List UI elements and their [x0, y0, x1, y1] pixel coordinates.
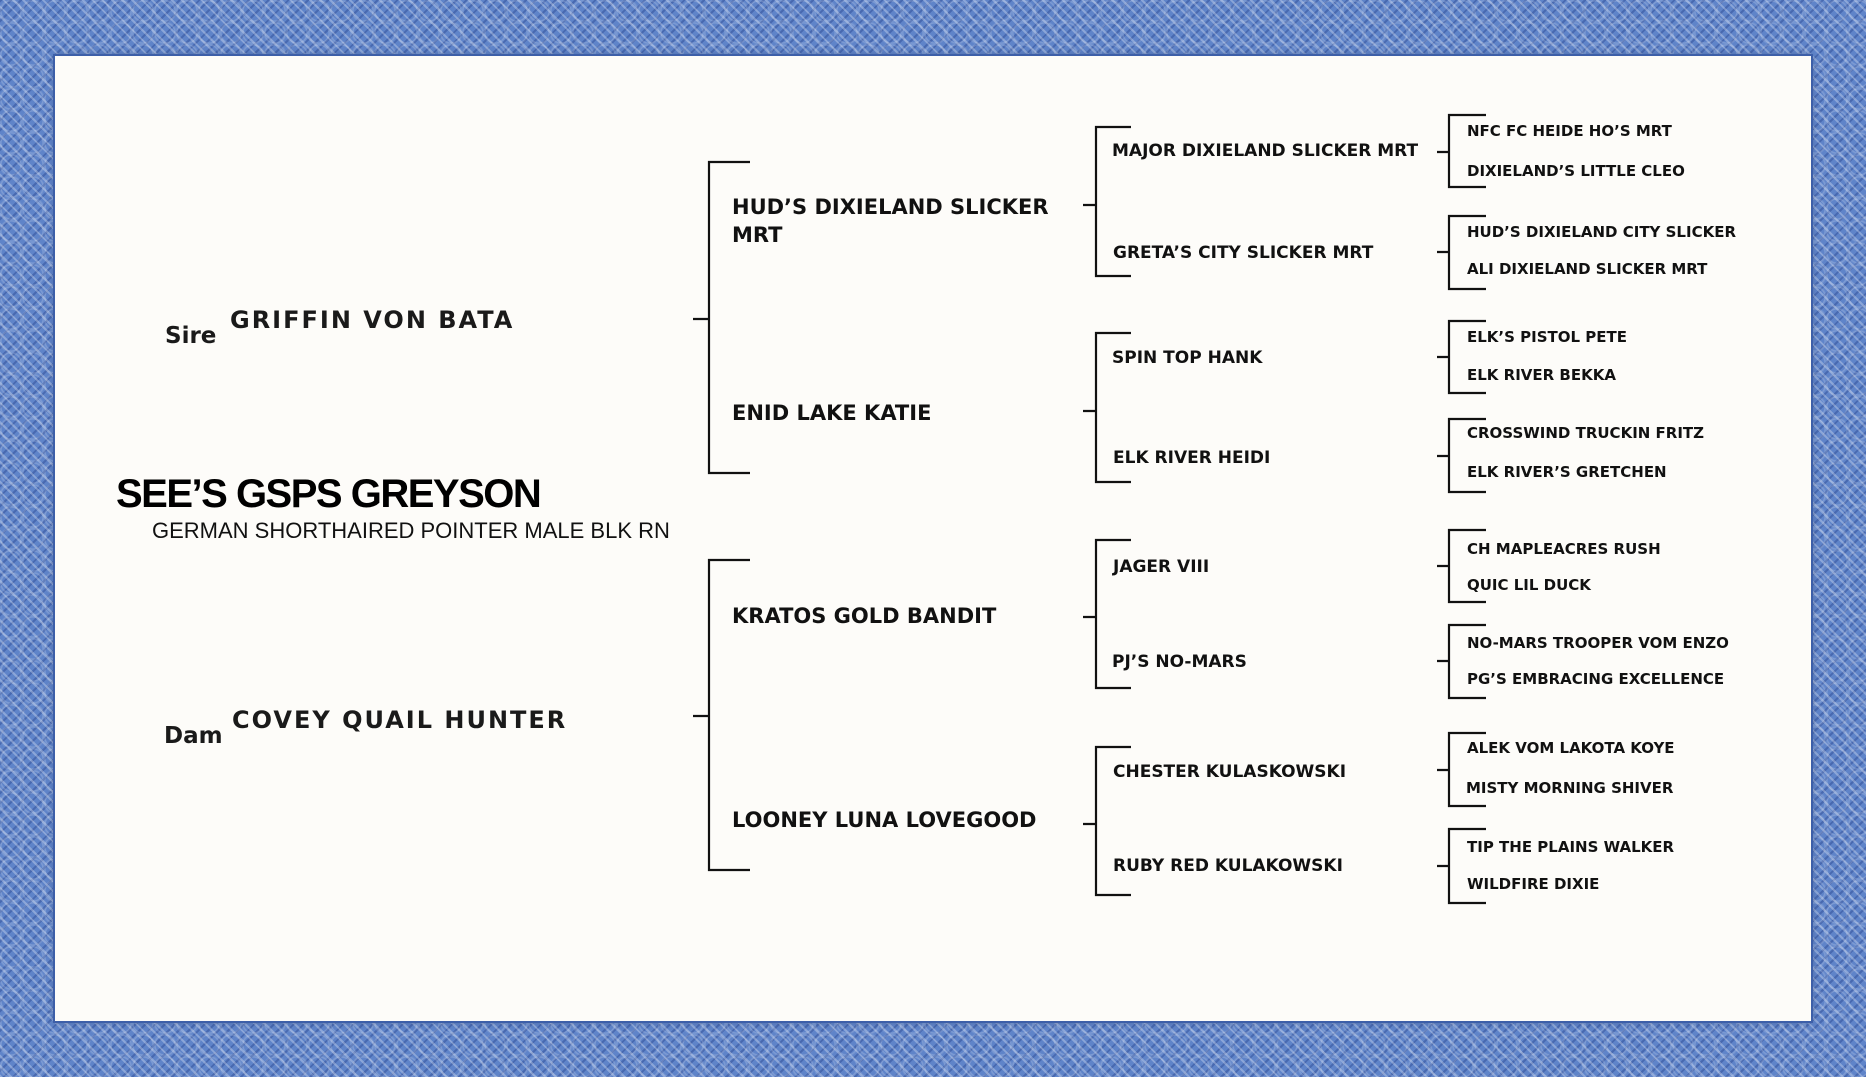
- dog-name: SEE’S GSPS GREYSON: [116, 472, 542, 516]
- bracket-gen3-3: [1083, 538, 1131, 690]
- bracket-dam: [693, 558, 750, 872]
- gen3-name-5: JAGER VIII: [1113, 557, 1210, 577]
- bracket-gen3-1: [1083, 125, 1131, 278]
- gen3-name-4: ELK RIVER HEIDI: [1113, 448, 1271, 468]
- bracket-gen4-3: [1437, 319, 1486, 395]
- gen4-name-8: ELK RIVER’S GRETCHEN: [1467, 463, 1667, 481]
- gen4-name-10: QUIC LIL DUCK: [1467, 576, 1591, 594]
- gen3-name-8: RUBY RED KULAKOWSKI: [1113, 856, 1343, 876]
- dog-description: GERMAN SHORTHAIRED POINTER MALE BLK RN: [152, 518, 670, 543]
- gen4-name-1: NFC FC HEIDE HO’S MRT: [1467, 122, 1672, 140]
- gen3-name-3: SPIN TOP HANK: [1112, 348, 1263, 368]
- gen4-name-15: TIP THE PLAINS WALKER: [1467, 838, 1675, 856]
- dam-name: COVEY QUAIL HUNTER: [232, 706, 568, 734]
- bracket-gen4-2: [1437, 214, 1486, 291]
- sire-sire-name: HUD’S DIXIELAND SLICKER MRT: [732, 195, 1049, 247]
- bracket-gen3-2: [1083, 331, 1131, 484]
- gen3-name-6: PJ’S NO-MARS: [1112, 652, 1247, 672]
- gen4-name-14: MISTY MORNING SHIVER: [1466, 779, 1674, 797]
- gen4-name-6: ELK RIVER BEKKA: [1467, 366, 1616, 384]
- certificate-paper: [55, 56, 1811, 1021]
- gen4-name-3: HUD’S DIXIELAND CITY SLICKER: [1467, 223, 1737, 241]
- bracket-gen4-1: [1437, 113, 1486, 189]
- bracket-gen4-5: [1437, 528, 1486, 604]
- sire-name: GRIFFIN VON BATA: [230, 306, 515, 334]
- gen4-name-11: NO-MARS TROOPER VOM ENZO: [1467, 634, 1729, 652]
- bracket-gen4-7: [1437, 731, 1486, 808]
- dam-label: Dam: [164, 723, 223, 749]
- bracket-gen3-4: [1083, 745, 1131, 897]
- dam-dam-name: LOONEY LUNA LOVEGOOD: [732, 808, 1037, 832]
- gen3-name-7: CHESTER KULASKOWSKI: [1113, 762, 1347, 782]
- gen4-name-2: DIXIELAND’S LITTLE CLEO: [1467, 162, 1685, 180]
- sire-dam-name: ENID LAKE KATIE: [732, 401, 932, 425]
- gen4-name-12: PG’S EMBRACING EXCELLENCE: [1467, 670, 1725, 688]
- gen3-name-2: GRETA’S CITY SLICKER MRT: [1113, 243, 1374, 263]
- gen4-name-5: ELK’S PISTOL PETE: [1467, 328, 1628, 346]
- gen4-name-9: CH MAPLEACRES RUSH: [1467, 540, 1661, 558]
- bracket-gen4-4: [1437, 417, 1486, 494]
- dam-sire-name: KRATOS GOLD BANDIT: [732, 604, 997, 628]
- gen4-name-7: CROSSWIND TRUCKIN FRITZ: [1467, 424, 1705, 442]
- gen3-name-1: MAJOR DIXIELAND SLICKER MRT: [1112, 141, 1419, 161]
- gen4-name-4: ALI DIXIELAND SLICKER MRT: [1467, 260, 1708, 278]
- gen4-name-13: ALEK VOM LAKOTA KOYE: [1467, 739, 1675, 757]
- bracket-gen4-6: [1437, 623, 1486, 700]
- bracket-sire: [693, 160, 750, 475]
- gen4-name-16: WILDFIRE DIXIE: [1467, 875, 1600, 893]
- bracket-gen4-8: [1437, 827, 1486, 905]
- sire-label: Sire: [165, 323, 217, 349]
